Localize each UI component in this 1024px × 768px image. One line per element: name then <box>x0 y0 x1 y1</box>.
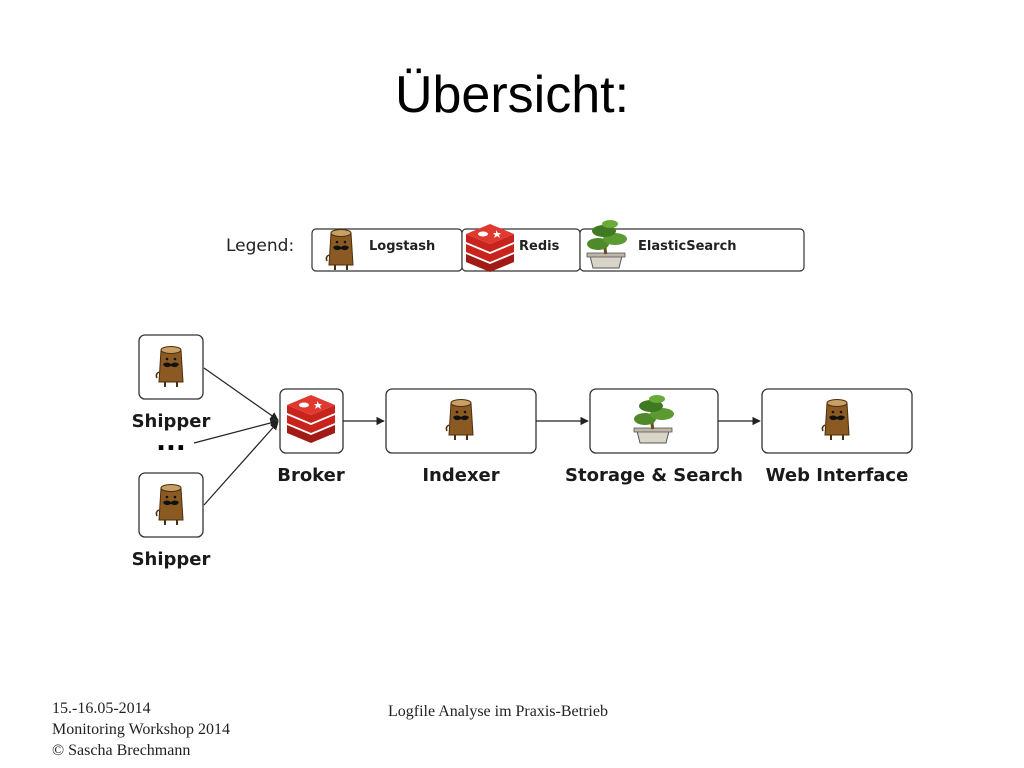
footer-event: Monitoring Workshop 2014 <box>52 721 230 738</box>
storage-search-label: Storage & Search <box>565 465 743 486</box>
legend-item-logstash: Logstash <box>311 228 463 272</box>
shipper-node-2: Shipper <box>132 472 211 570</box>
broker-label: Broker <box>277 465 345 486</box>
redis-icon <box>287 395 335 443</box>
footer-copyright: © Sascha Brechmann <box>52 742 191 759</box>
footer-left: 15.-16.05-2014 Monitoring Workshop 2014 … <box>52 698 230 761</box>
footer-date: 15.-16.05-2014 <box>52 700 151 717</box>
web-interface-label: Web Interface <box>766 465 909 486</box>
slide-title: Übersicht: <box>394 66 630 124</box>
web-interface-node: Web Interface <box>761 388 913 486</box>
arrow-shipper1-broker <box>203 367 279 421</box>
legend-item-label: Logstash <box>369 239 435 254</box>
legend-item-elasticsearch: ElasticSearch <box>579 218 805 272</box>
footer-title: Logfile Analyse im Praxis-Betrieb <box>388 703 608 720</box>
legend-item-label: ElasticSearch <box>638 239 737 254</box>
arrow-shipper2-broker <box>203 421 279 506</box>
legend-label: Legend: <box>226 236 294 256</box>
arrow-ellipsis-broker <box>193 418 279 444</box>
indexer-node: Indexer <box>385 388 537 486</box>
elasticsearch-icon <box>585 218 629 270</box>
redis-icon <box>466 224 514 272</box>
indexer-label: Indexer <box>422 465 499 486</box>
ellipsis: ... <box>156 427 186 457</box>
storage-search-node: Storage & Search <box>565 388 743 486</box>
legend-item-label: Redis <box>519 239 560 254</box>
shipper-node-1: Shipper <box>132 334 211 432</box>
shipper-label: Shipper <box>132 549 211 570</box>
broker-node: Broker <box>277 388 345 486</box>
legend-item-redis: Redis <box>461 224 581 272</box>
shipper-label: Shipper <box>132 411 211 432</box>
